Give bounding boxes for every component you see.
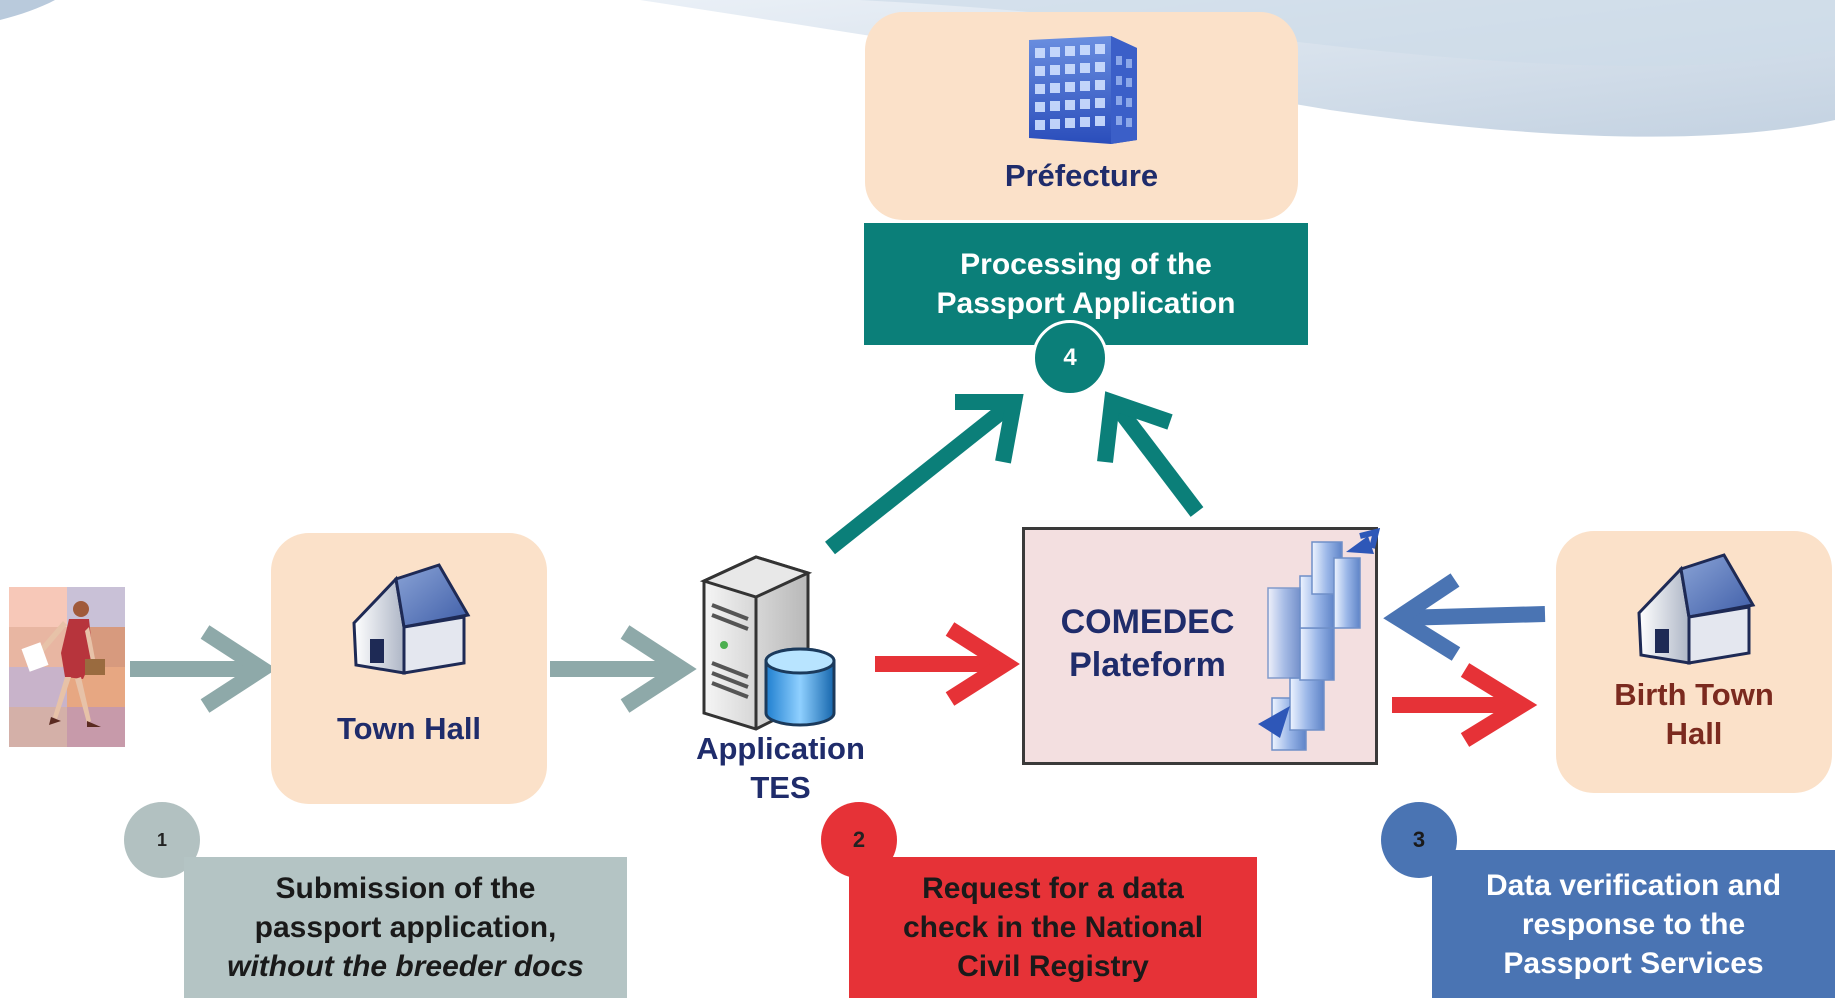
server-database-icon: [699, 555, 836, 731]
arrow-birthtownhall-to-comedec: [1383, 573, 1546, 661]
step-4-text: Processing of the Passport Application: [936, 248, 1236, 320]
arrow-comedec-to-prefecture: [1097, 391, 1204, 517]
step-1-box: Submission of the passport application, …: [184, 857, 627, 998]
application-tes-label: Application TES: [696, 731, 865, 805]
town-hall-label: Town Hall: [336, 710, 482, 746]
step-3-text: Data verification and response to the Pa…: [1485, 868, 1782, 980]
comedec-label: COMEDEC Plateform: [1060, 603, 1235, 684]
step-3-box: Data verification and response to the Pa…: [1432, 850, 1835, 998]
birth-town-hall-node: Birth Town Hall: [1556, 531, 1832, 793]
arrow-comedec-to-birthtownhall: [1392, 663, 1538, 747]
step-2-box: Request for a data check in the National…: [849, 857, 1257, 998]
house-icon: [352, 562, 471, 675]
step-2-text: Request for a data check in the National…: [902, 872, 1204, 983]
building-icon: [1029, 36, 1137, 144]
arrow-tes-to-prefecture: [825, 394, 1024, 555]
house-icon: [1637, 553, 1756, 665]
step-1-text: Submission of the passport application,: [254, 872, 557, 944]
stacked-cubes-icon: [1258, 528, 1381, 751]
prefecture-label: Préfecture: [1004, 158, 1159, 193]
prefecture-node: Préfecture: [865, 12, 1298, 220]
arrow-tes-to-comedec: [875, 622, 1020, 706]
birth-town-hall-label: Birth Town Hall: [1614, 677, 1774, 751]
town-hall-node: Town Hall: [271, 533, 547, 804]
arrow-townhall-to-tes: [550, 625, 697, 713]
walking-woman-icon: [9, 587, 125, 747]
step-1-text-italic: without the breeder docs: [227, 950, 584, 983]
arrow-woman-to-townhall: [130, 625, 277, 713]
step-4-badge: 4: [1032, 320, 1108, 396]
